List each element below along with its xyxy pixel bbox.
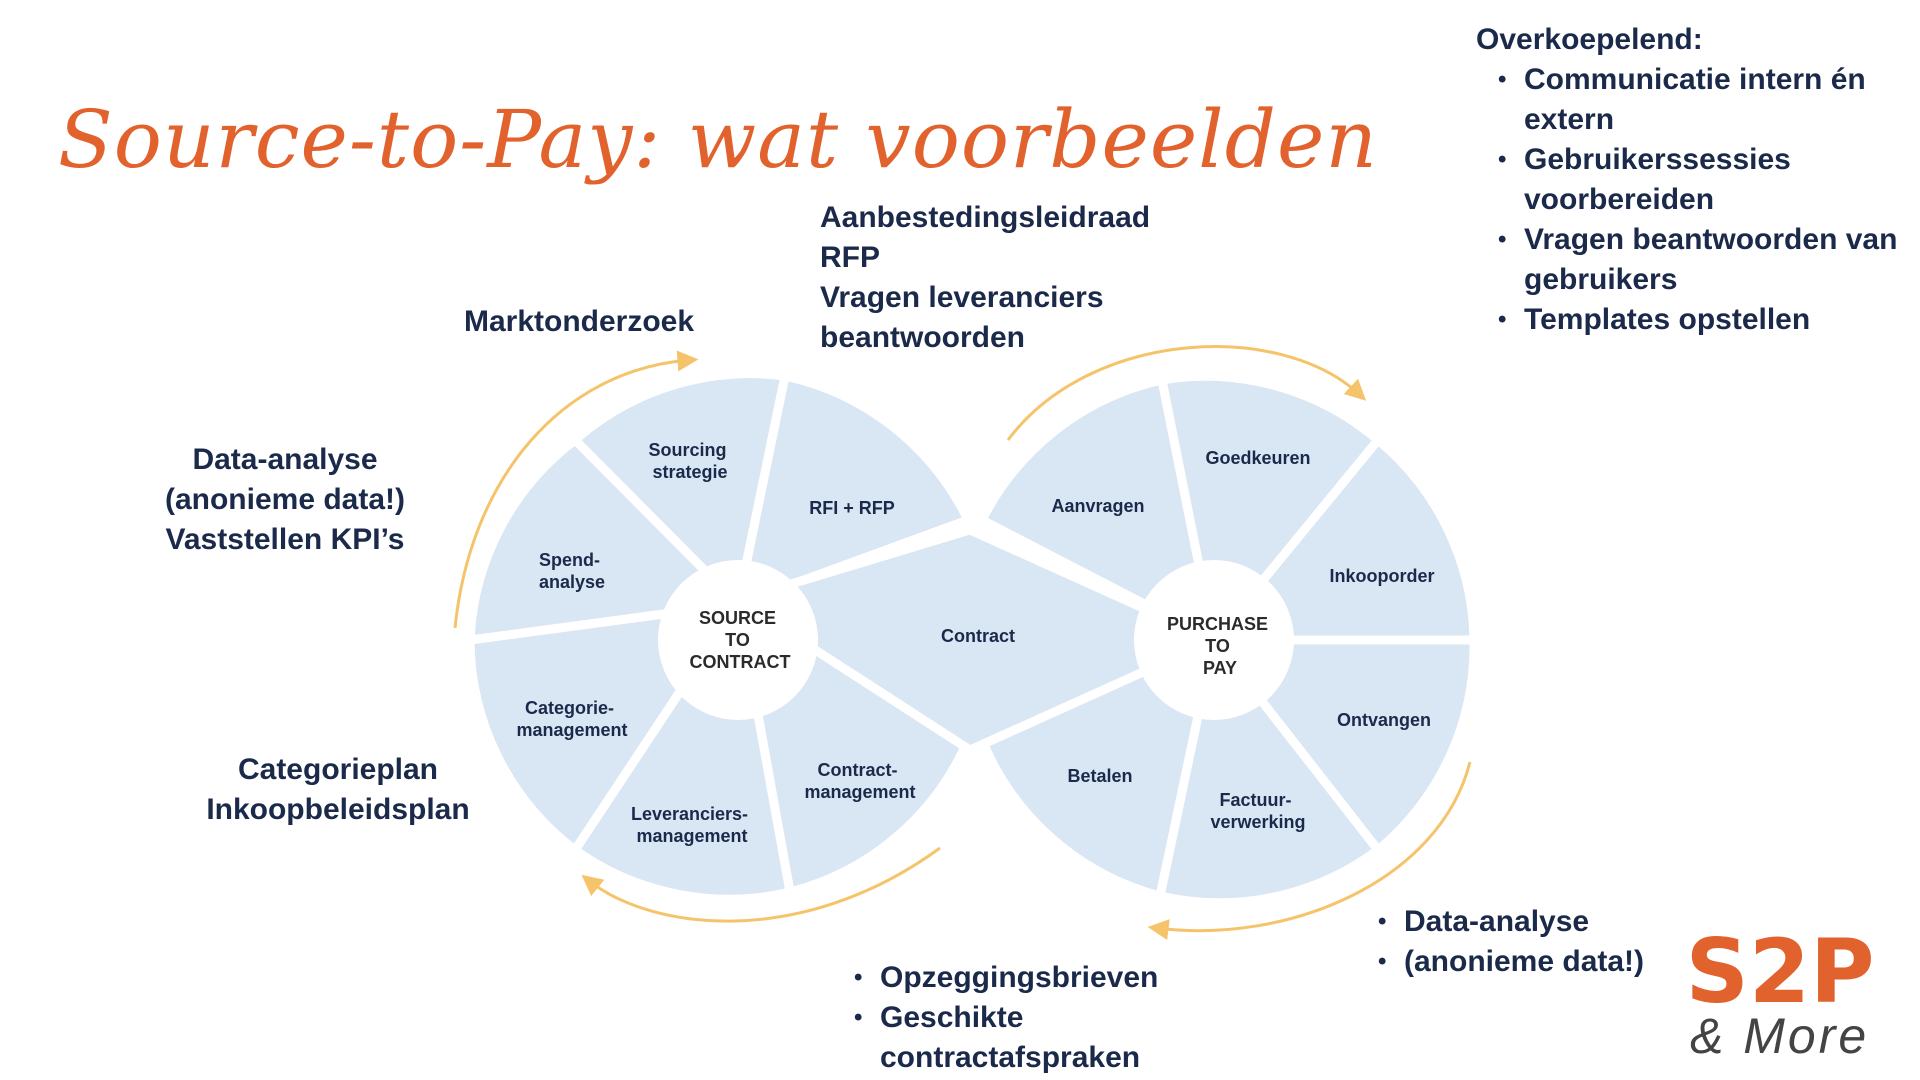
- s2p-logo-mark: S2P: [1670, 930, 1890, 1010]
- data-analyse-left-line: Vaststellen KPI’s: [165, 523, 405, 556]
- segment-label: Contract- management: [804, 760, 915, 802]
- segment-label: Aanvragen: [1051, 496, 1144, 516]
- data-analyse-right-item: (anonieme data!): [1376, 942, 1676, 982]
- segment-label: Spend- analyse: [539, 550, 605, 592]
- data-analyse-left-block: Data-analyse (anonieme data!) Vaststelle…: [135, 440, 435, 560]
- opzegging-item: Geschikte contractafspraken: [852, 998, 1272, 1078]
- data-analyse-left-line: Data-analyse: [192, 443, 378, 476]
- segment-aanvragen: [977, 375, 1219, 645]
- svg-text:S2P: S2P: [1685, 930, 1874, 1010]
- segment-label: Categorie- management: [516, 698, 627, 740]
- hub-label-source-to-contract: SOURCE TO CONTRACT: [690, 608, 791, 672]
- segment-label: Ontvangen: [1337, 710, 1431, 730]
- data-analyse-left-line: (anonieme data!): [164, 483, 406, 516]
- marktonderzoek-label: Marktonderzoek: [464, 305, 695, 338]
- cycle-arrow: [1006, 345, 1367, 441]
- cycle-arrow: [1147, 761, 1472, 940]
- segment-label: Betalen: [1067, 766, 1132, 786]
- aanbesteding-line: beantwoorden: [820, 321, 1026, 354]
- opzegging-block: Opzeggingsbrieven Geschikte contractafsp…: [852, 958, 1272, 1078]
- categorieplan-line: Inkoopbeleidsplan: [206, 793, 470, 826]
- overkoepelend-item: Vragen beantwoorden van gebruikers: [1496, 220, 1916, 300]
- segment-betalen: [977, 635, 1219, 901]
- data-analyse-right-block: Data-analyse (anonieme data!): [1376, 902, 1676, 982]
- segment-label: RFI + RFP: [809, 498, 895, 518]
- segment-spend-analyse: [465, 435, 743, 645]
- segment-label: Factuur- verwerking: [1210, 790, 1305, 832]
- hub-source-to-contract: [658, 560, 818, 720]
- data-analyse-right-item: Data-analyse: [1376, 902, 1676, 942]
- aanbesteding-line: RFP: [820, 241, 880, 274]
- overkoepelend-item: Templates opstellen: [1496, 300, 1916, 340]
- segment-sourcing-strategie: [570, 369, 790, 609]
- overkoepelend-item: Gebruikerssessies voorbereiden: [1496, 140, 1916, 220]
- segment-label: Goedkeuren: [1205, 448, 1310, 468]
- overkoepelend-heading: Overkoepelend:: [1476, 23, 1703, 56]
- opzegging-item: Opzeggingsbrieven: [852, 958, 1272, 998]
- aanbesteding-line: Vragen leveranciers: [820, 281, 1104, 314]
- segment-label: Sourcing strategie: [648, 440, 731, 482]
- segment-label: Inkooporder: [1329, 566, 1434, 586]
- overkoepelend-block: Overkoepelend: Communicatie intern én ex…: [1476, 20, 1916, 340]
- segment-ontvangen: [1209, 635, 1479, 855]
- aanbesteding-block: Aanbestedingsleidraad RFP Vragen leveran…: [820, 198, 1220, 358]
- contract-label: Contract: [941, 626, 1015, 646]
- segment-label: Leveranciers- management: [631, 804, 753, 846]
- hub-purchase-to-pay: [1134, 560, 1294, 720]
- categorieplan-line: Categorieplan: [237, 753, 439, 786]
- cycle-arrow: [453, 350, 699, 629]
- hub-label-purchase-to-pay: PURCHASE TO PAY: [1167, 614, 1273, 678]
- aanbesteding-line: Aanbestedingsleidraad: [820, 201, 1151, 234]
- overkoepelend-item: Communicatie intern én extern: [1496, 60, 1916, 140]
- segment-rfi-rfp: [733, 371, 973, 609]
- segment-inkooporder: [1209, 435, 1479, 645]
- categorieplan-block: Categorieplan Inkoopbeleidsplan: [188, 750, 488, 830]
- s2p-logo: S2P & More: [1670, 930, 1890, 1070]
- cycle-arrow: [581, 846, 941, 923]
- logo-subtext: & More: [1690, 1008, 1870, 1064]
